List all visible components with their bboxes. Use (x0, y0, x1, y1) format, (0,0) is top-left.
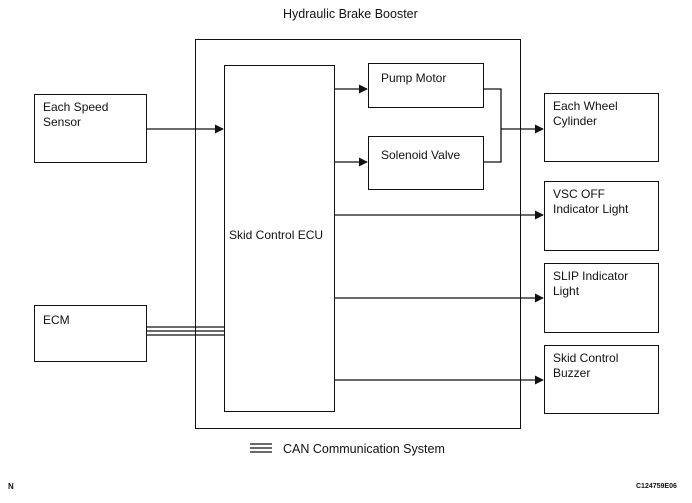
vsc-off-light-label-line2: Indicator Light (553, 202, 629, 216)
figure-code: C124759E06 (636, 483, 677, 490)
buzzer-label-line2: Buzzer (553, 366, 591, 380)
speed-sensor-label-line1: Each Speed (43, 100, 109, 114)
can-legend-label: CAN Communication System (283, 442, 445, 456)
speed-sensor-label-line2: Sensor (43, 115, 82, 129)
skid-control-ecu-label: Skid Control ECU (229, 228, 324, 242)
wheel-cylinder-box: Each Wheel Cylinder (544, 93, 659, 162)
speed-sensor-box: Each Speed Sensor (34, 94, 147, 163)
slip-light-box: SLIP Indicator Light (544, 263, 659, 333)
ecm-box: ECM (34, 305, 147, 362)
vsc-off-light-box: VSC OFF Indicator Light (544, 181, 659, 251)
vsc-off-light-label-line1: VSC OFF (553, 187, 606, 201)
wheel-cylinder-label-line1: Each Wheel (553, 99, 618, 113)
ecm-label: ECM (43, 313, 70, 327)
ecm-can-bus-lines (147, 326, 224, 336)
solenoid-valve-label: Solenoid Valve (381, 148, 461, 162)
wheel-cylinder-label-line2: Cylinder (553, 114, 598, 128)
corner-mark: N (8, 482, 14, 491)
pump-motor-label: Pump Motor (381, 71, 447, 85)
hydraulic-brake-booster-frame (195, 39, 521, 429)
slip-light-label-line2: Light (553, 284, 580, 298)
can-legend-symbol (250, 443, 272, 453)
pump-motor-output-line (484, 88, 502, 129)
diagram-title: Hydraulic Brake Booster (283, 7, 418, 21)
buzzer-box: Skid Control Buzzer (544, 345, 659, 414)
skid-control-ecu-box: Skid Control ECU (224, 65, 335, 412)
pump-motor-box: Pump Motor (368, 63, 484, 108)
slip-light-label-line1: SLIP Indicator (553, 269, 629, 283)
buzzer-label-line1: Skid Control (553, 351, 619, 365)
solenoid-valve-output-line (484, 129, 502, 163)
solenoid-valve-box: Solenoid Valve (368, 136, 484, 190)
